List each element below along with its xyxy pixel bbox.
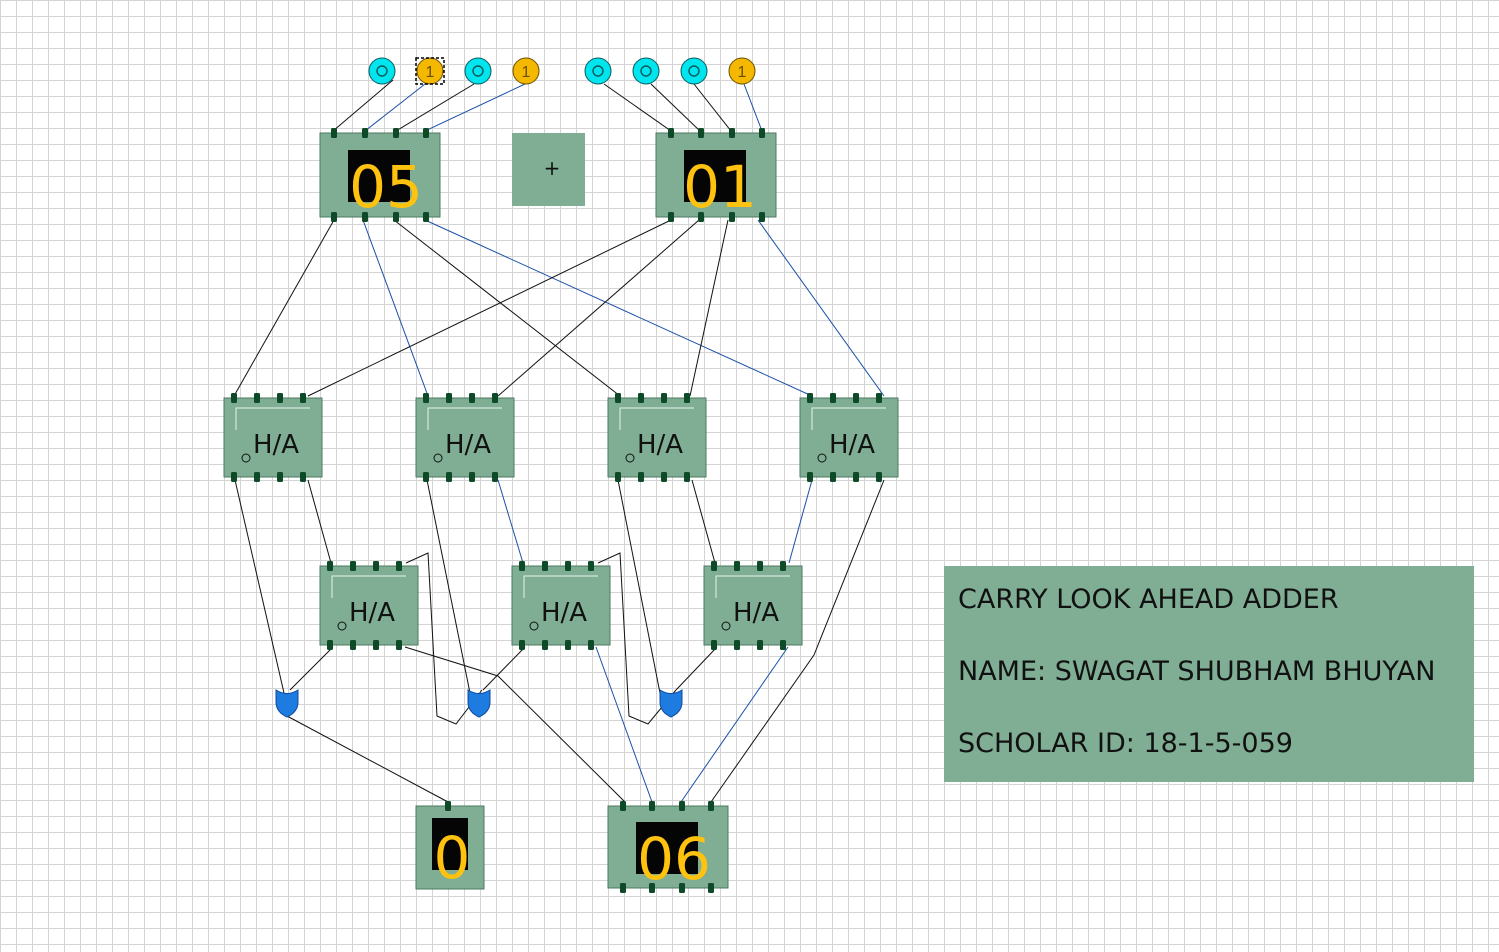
wire — [710, 479, 885, 803]
display-sum-value: 06 — [637, 825, 711, 893]
wire — [650, 83, 701, 132]
wire — [743, 83, 763, 132]
wire — [307, 219, 672, 397]
half-adder-row-1: H/A H/A H/A — [223, 393, 899, 482]
or-gate-3[interactable] — [659, 689, 683, 718]
display-sum[interactable]: 06 — [607, 801, 729, 893]
half-adder-label: H/A — [541, 598, 587, 628]
input-switch-a2[interactable]: 1 — [415, 57, 445, 85]
wire — [233, 219, 335, 397]
operator-box: + — [512, 133, 585, 206]
wire — [603, 83, 672, 132]
wire — [497, 479, 524, 564]
input-switch-a1[interactable] — [464, 57, 492, 85]
svg-text:1: 1 — [426, 64, 435, 81]
wire — [595, 646, 653, 803]
info-label-box[interactable]: CARRY LOOK AHEAD ADDER NAME: SWAGAT SHUB… — [944, 566, 1474, 782]
operator-label: + — [544, 156, 561, 180]
scholar-id: SCHOLAR ID: 18-1-5-059 — [958, 728, 1293, 759]
display-input-a-value: 05 — [349, 153, 423, 221]
wire — [424, 219, 813, 397]
wire — [405, 552, 483, 725]
wire — [675, 646, 718, 691]
half-adder-3[interactable]: H/A — [607, 393, 707, 482]
wire — [691, 479, 716, 564]
wire — [395, 83, 475, 132]
wire — [289, 646, 334, 691]
wire — [689, 219, 729, 397]
wires — [233, 79, 885, 803]
input-switch-b1[interactable] — [680, 57, 708, 85]
or-gate-1[interactable] — [275, 689, 299, 718]
half-adder-2[interactable]: H/A — [415, 393, 515, 482]
svg-text:1: 1 — [738, 64, 747, 81]
wire — [757, 219, 885, 397]
or-gates — [275, 689, 683, 718]
half-adder-label: H/A — [637, 430, 683, 460]
half-adder-label: H/A — [829, 430, 875, 460]
wire — [617, 479, 661, 694]
half-adder-label: H/A — [349, 598, 395, 628]
input-bits-a: 1 1 — [368, 57, 540, 85]
wire — [234, 479, 285, 694]
wire — [364, 83, 426, 132]
project-title: CARRY LOOK AHEAD ADDER — [958, 584, 1339, 615]
wire — [597, 552, 677, 725]
wire — [482, 646, 526, 691]
wire — [497, 219, 700, 397]
author-name: NAME: SWAGAT SHUBHAM BHUYAN — [958, 656, 1436, 687]
svg-text:1: 1 — [522, 64, 531, 81]
wire — [393, 219, 621, 397]
wire — [693, 83, 732, 132]
input-switch-b3[interactable] — [584, 57, 612, 85]
half-adder-4[interactable]: H/A — [799, 393, 899, 482]
wire — [426, 479, 471, 694]
wire — [307, 479, 332, 564]
wire — [362, 219, 429, 397]
input-bits-b: 1 — [584, 57, 756, 85]
wire — [424, 83, 526, 132]
display-input-a[interactable]: 05 — [319, 128, 441, 222]
display-carry-out-value: 0 — [434, 824, 471, 892]
wire — [404, 646, 626, 803]
half-adder-label: H/A — [253, 430, 299, 460]
wire — [788, 479, 813, 564]
half-adder-row-2: H/A H/A H/A — [319, 561, 803, 650]
half-adder-label: H/A — [733, 598, 779, 628]
half-adder-1[interactable]: H/A — [223, 393, 323, 482]
half-adder-6[interactable]: H/A — [511, 561, 611, 650]
input-switch-a0[interactable]: 1 — [512, 57, 540, 85]
display-carry-out[interactable]: 0 — [415, 801, 485, 892]
selection-box — [415, 57, 445, 85]
wire — [680, 646, 789, 803]
input-switch-b2[interactable] — [632, 57, 660, 85]
or-gate-2[interactable] — [467, 689, 491, 718]
half-adder-label: H/A — [445, 430, 491, 460]
wire — [332, 79, 394, 132]
half-adder-5[interactable]: H/A — [319, 561, 419, 650]
input-switch-a3[interactable] — [368, 57, 396, 85]
half-adder-7[interactable]: H/A — [703, 561, 803, 650]
wire — [286, 715, 449, 803]
display-input-b[interactable]: 01 — [655, 128, 777, 222]
input-switch-b0[interactable]: 1 — [728, 57, 756, 85]
display-input-b-value: 01 — [683, 153, 757, 221]
